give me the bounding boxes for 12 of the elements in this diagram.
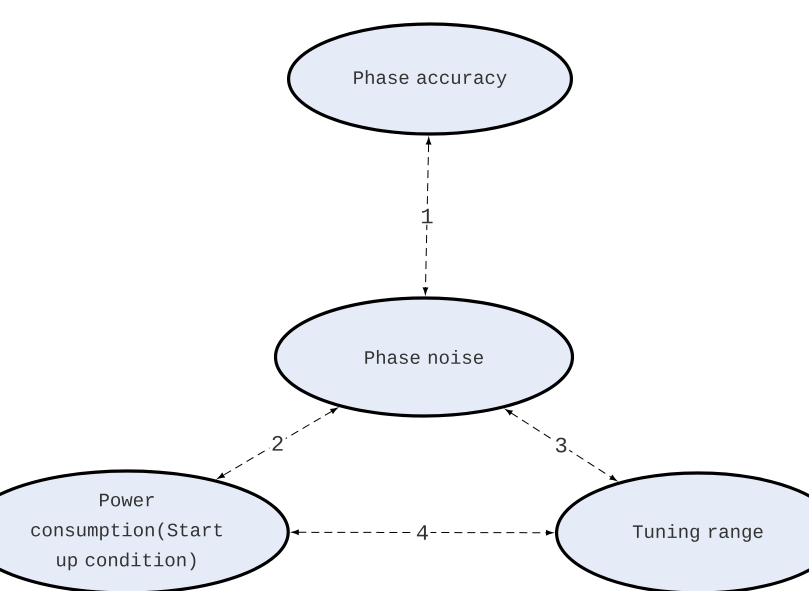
ellipse-node: Phase noise [274,296,574,418]
edge-label: 2 [272,436,283,451]
arrow [505,409,617,482]
arrow [422,137,432,295]
ellipse-node: Power consumption(Start up condition) [0,469,290,591]
ellipse-node: Phase accuracy [286,22,574,136]
arrow [217,408,338,479]
ellipse-node: Tuning range [554,471,809,591]
edge-label: 3 [556,438,566,453]
edge-label: 4 [416,525,428,540]
edge-label: 1 [422,208,433,224]
arrow [292,530,554,536]
